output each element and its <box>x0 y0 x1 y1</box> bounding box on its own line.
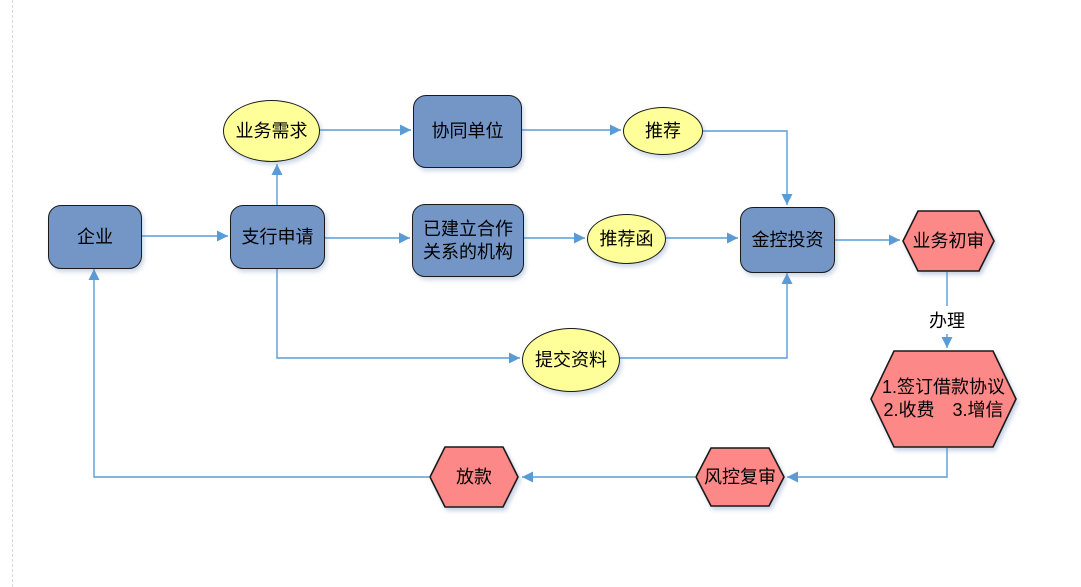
node-agreement-steps-line2: 2.收费 3.增信 <box>883 400 1004 420</box>
node-financial-holding-investment-label: 金控投资 <box>751 229 824 250</box>
node-branch-application[interactable]: 支行申请 <box>230 205 325 269</box>
node-agreement-steps-line1: 1.签订借款协议 <box>881 377 1005 397</box>
hexagon-shape <box>870 350 1017 448</box>
connector-loan-to-enterprise <box>88 269 429 478</box>
node-recommendation-letter[interactable]: 推荐函 <box>587 214 666 264</box>
node-financial-holding-investment[interactable]: 金控投资 <box>740 207 835 273</box>
connector-branch-to-submit <box>276 267 520 364</box>
node-branch-application-label: 支行申请 <box>241 226 314 247</box>
node-collaborative-unit-label: 协同单位 <box>431 121 504 141</box>
node-recommendation-letter-label: 推荐函 <box>599 228 654 249</box>
node-recommend-label: 推荐 <box>645 120 681 141</box>
node-recommend[interactable]: 推荐 <box>623 107 703 155</box>
page-margin-guide <box>12 0 13 587</box>
hexagon-shape <box>695 447 785 507</box>
node-risk-control-review-label: 风控复审 <box>704 466 776 487</box>
node-collaborative-unit[interactable]: 协同单位 <box>413 95 522 168</box>
node-enterprise[interactable]: 企业 <box>48 205 142 269</box>
node-enterprise-label: 企业 <box>77 226 113 247</box>
node-business-preliminary-review[interactable]: 业务初审 <box>902 210 995 272</box>
connector-agreement-to-riskreview <box>787 448 948 483</box>
node-submit-materials[interactable]: 提交资料 <box>522 328 620 392</box>
node-agreement-steps[interactable]: 1.签订借款协议 2.收费 3.增信 <box>870 350 1017 448</box>
node-business-preliminary-review-label: 业务初审 <box>912 230 985 251</box>
node-partner-institution[interactable]: 已建立合作 关系的机构 <box>412 204 524 277</box>
node-submit-materials-label: 提交资料 <box>535 349 607 370</box>
connector-recommend-to-finance <box>701 130 793 205</box>
node-partner-institution-line1: 已建立合作 <box>423 218 513 239</box>
node-business-demand[interactable]: 业务需求 <box>223 100 320 162</box>
hexagon-shape <box>902 210 995 272</box>
edge-label-handle: 办理 <box>926 306 968 334</box>
node-loan-disbursement[interactable]: 放款 <box>429 446 519 508</box>
connector-submit-to-finance <box>618 273 793 359</box>
node-risk-control-review[interactable]: 风控复审 <box>695 447 785 507</box>
node-business-demand-label: 业务需求 <box>235 120 308 141</box>
node-partner-institution-line2: 关系的机构 <box>423 241 513 262</box>
hexagon-shape <box>429 446 519 508</box>
node-loan-disbursement-label: 放款 <box>456 466 492 487</box>
